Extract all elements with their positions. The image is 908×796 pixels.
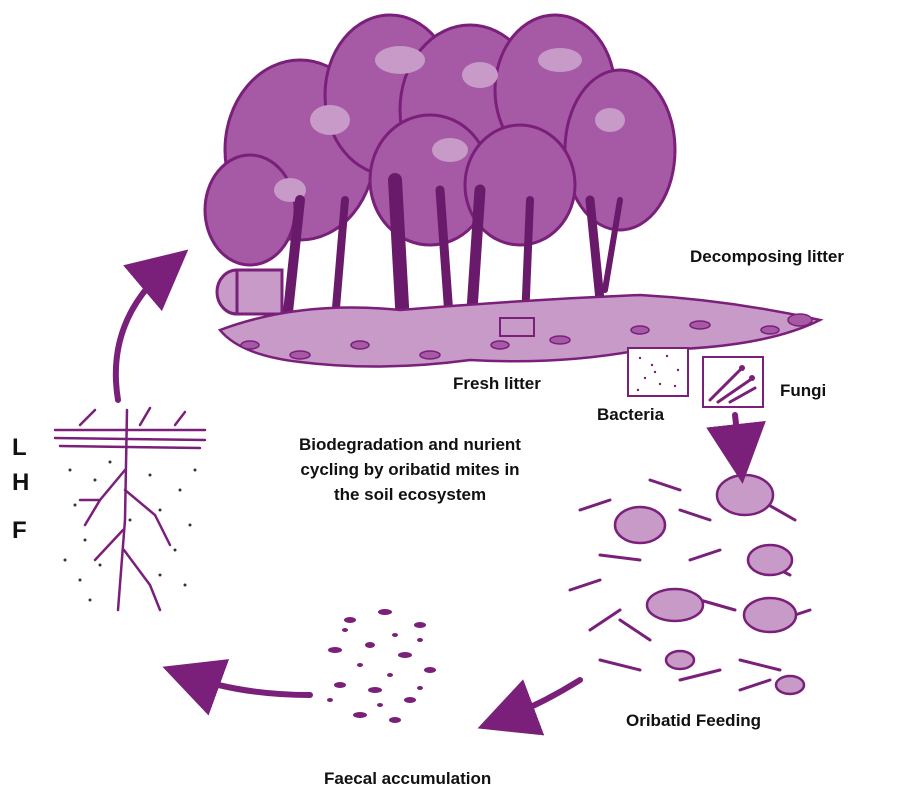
bacteria-label: Bacteria xyxy=(597,405,664,425)
log xyxy=(217,270,282,314)
arrow-fungi-to-feeding xyxy=(735,415,740,460)
soil-profile-illustration xyxy=(55,408,205,610)
horizon-h-label: H xyxy=(12,469,29,497)
faecal-accumulation-label: Faecal accumulation xyxy=(324,769,491,789)
oribatid-feeding-illustration xyxy=(570,475,810,694)
arrow-faecal-to-soil xyxy=(185,675,310,695)
forest-illustration xyxy=(205,15,820,367)
fresh-litter-label: Fresh litter xyxy=(453,374,541,394)
bacteria-inset xyxy=(628,348,688,396)
caption-line-3: the soil ecosystem xyxy=(240,482,580,507)
oribatid-feeding-label: Oribatid Feeding xyxy=(626,711,761,731)
caption-line-1: Biodegradation and nurient xyxy=(240,432,580,457)
horizon-l-label: L xyxy=(12,434,27,462)
arrow-soil-to-forest xyxy=(116,265,170,400)
fungi-label: Fungi xyxy=(780,381,826,401)
faecal-accumulation-illustration xyxy=(317,599,447,729)
arrow-feeding-to-faecal xyxy=(500,680,580,720)
caption-line-2: cycling by oribatid mites in xyxy=(240,457,580,482)
horizon-f-label: F xyxy=(12,517,27,545)
diagram-caption: Biodegradation and nurient cycling by or… xyxy=(240,432,580,507)
decomposing-litter-label: Decomposing litter xyxy=(690,247,844,267)
fungi-inset xyxy=(703,357,763,407)
